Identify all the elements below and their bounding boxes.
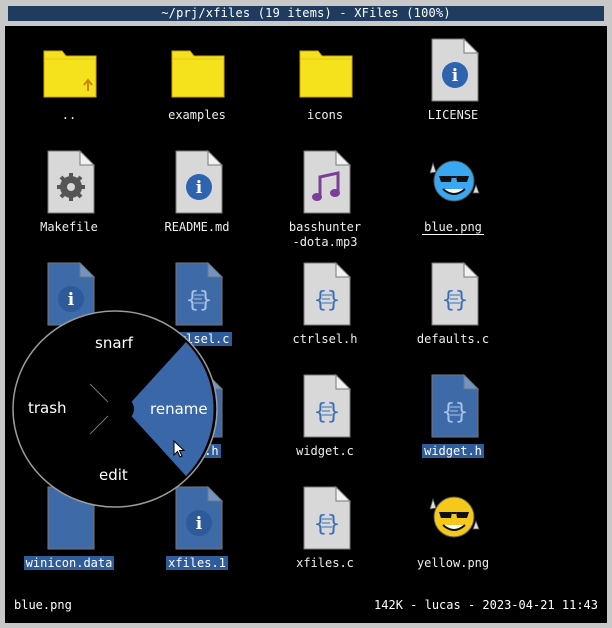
folder-up-icon[interactable] (42, 37, 98, 103)
pie-item-rename[interactable]: rename (150, 400, 208, 418)
file-item[interactable]: Makefile (7, 138, 131, 243)
music-document-icon[interactable] (298, 149, 354, 215)
file-item[interactable]: icons (263, 26, 387, 131)
folder-icon[interactable] (170, 37, 226, 103)
code-document-icon[interactable]: {} (298, 373, 354, 439)
pie-menu (12, 310, 218, 508)
file-item[interactable]: i (7, 250, 131, 355)
info-document-icon[interactable]: i (42, 261, 98, 327)
file-label: examples (168, 108, 226, 122)
code-document-icon[interactable]: {} (298, 485, 354, 551)
file-item[interactable]: {} widget.c (263, 362, 387, 467)
file-item[interactable]: basshunter-dota.mp3 (263, 138, 387, 249)
status-file-info: 142K - lucas - 2023-04-21 11:43 (374, 598, 598, 612)
mouse-cursor-icon (173, 440, 186, 458)
info-document-icon[interactable]: i (170, 485, 226, 551)
code-document-icon[interactable]: {} (170, 261, 226, 327)
file-label: LICENSE (427, 108, 479, 122)
svg-text:{}: {} (186, 288, 213, 313)
svg-text:i: i (196, 514, 203, 534)
svg-text:{}: {} (314, 288, 341, 313)
file-label: Makefile (40, 220, 98, 234)
file-label: icons (306, 108, 344, 122)
file-item[interactable]: blue.png (391, 138, 515, 243)
window-title: ~/prj/xfiles (19 items) - XFiles (100%) (8, 6, 604, 21)
pie-item-trash[interactable]: trash (28, 399, 67, 417)
svg-text:{}: {} (442, 288, 469, 313)
svg-text:{}: {} (314, 400, 341, 425)
svg-text:{}: {} (442, 400, 469, 425)
file-item[interactable]: {} widget.h (391, 362, 515, 467)
status-selected-file: blue.png (14, 598, 72, 612)
yellow-smiley-icon[interactable] (426, 485, 482, 551)
file-label: basshunter-dota.mp3 (288, 220, 362, 249)
file-label: .. (61, 108, 77, 122)
file-item[interactable]: .. (7, 26, 131, 131)
status-bar: blue.png 142K - lucas - 2023-04-21 11:43 (5, 590, 607, 623)
file-label: xfiles.c (296, 556, 354, 570)
gear-document-icon[interactable] (42, 149, 98, 215)
code-document-icon[interactable]: {} (298, 261, 354, 327)
pie-item-edit[interactable]: edit (99, 466, 128, 484)
folder-icon[interactable] (298, 37, 354, 103)
file-label: blue.png (422, 220, 484, 235)
file-label: winicon.data (23, 556, 115, 570)
file-label: widget.h (422, 444, 484, 458)
file-item[interactable]: {} defaults.c (391, 250, 515, 355)
file-label: defaults.c (416, 332, 490, 346)
svg-text:i: i (452, 66, 459, 86)
svg-text:{}: {} (314, 512, 341, 537)
file-item[interactable]: {} ctrlsel.h (263, 250, 387, 355)
pie-slice-rename[interactable] (125, 342, 214, 476)
blue-smiley-icon[interactable] (426, 149, 482, 215)
info-document-icon[interactable]: i (426, 37, 482, 103)
svg-text:i: i (196, 178, 203, 198)
file-item[interactable]: yellow.png (391, 474, 515, 579)
code-document-icon[interactable]: {} (426, 373, 482, 439)
file-label: yellow.png (416, 556, 490, 570)
file-item[interactable]: examples (135, 26, 259, 131)
svg-text:i: i (68, 290, 75, 310)
title-bar[interactable]: ~/prj/xfiles (19 items) - XFiles (100%) (0, 0, 612, 26)
file-label: README.md (164, 220, 230, 234)
pie-item-snarf[interactable]: snarf (95, 334, 133, 352)
file-item[interactable]: {} xfiles.c (263, 474, 387, 579)
file-label: ctrlsel.h (292, 332, 358, 346)
file-item[interactable]: i xfiles.1 (135, 474, 259, 579)
info-document-icon[interactable]: i (170, 149, 226, 215)
file-label: widget.c (296, 444, 354, 458)
file-label: xfiles.1 (166, 556, 228, 570)
code-document-icon[interactable]: {} (426, 261, 482, 327)
